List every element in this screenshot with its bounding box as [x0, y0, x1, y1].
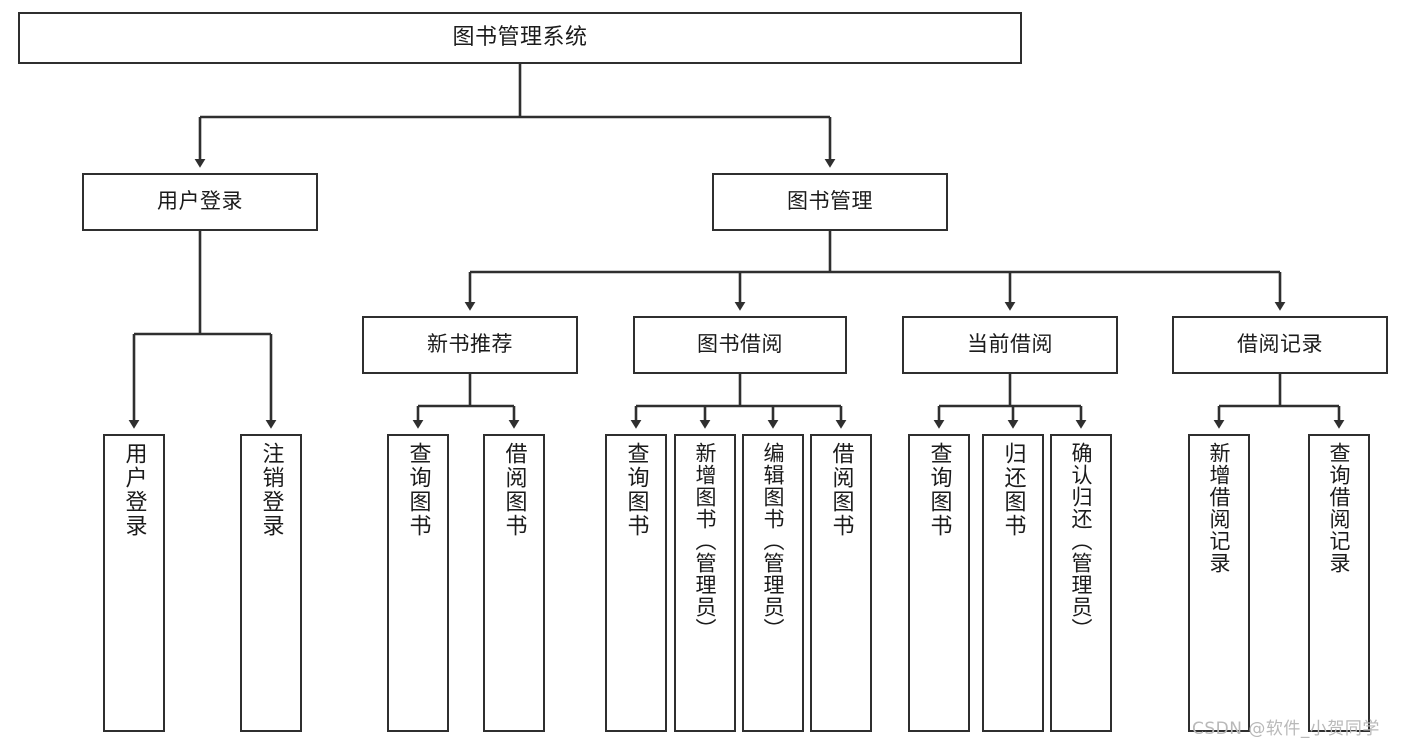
node-leaf-confirm-return-label: 确认归还（管理员） [1069, 442, 1094, 640]
node-leaf-query-book-3-label: 查询图书 [926, 442, 952, 538]
node-root-label: 图书管理系统 [452, 24, 588, 50]
node-borrow-record[interactable]: 借阅记录 [1172, 316, 1388, 374]
node-leaf-add-record[interactable]: 新增借阅记录 [1188, 434, 1250, 732]
node-leaf-edit-book[interactable]: 编辑图书（管理员） [742, 434, 804, 732]
node-current-borrow[interactable]: 当前借阅 [902, 316, 1118, 374]
node-leaf-return-book-label: 归还图书 [1000, 442, 1026, 538]
node-leaf-query-book-1-label: 查询图书 [405, 442, 431, 538]
node-leaf-add-book-label: 新增图书（管理员） [693, 442, 718, 640]
node-book-borrow-label: 图书借阅 [697, 332, 783, 357]
node-leaf-user-login[interactable]: 用户登录 [103, 434, 165, 732]
node-book-management-label: 图书管理 [787, 189, 873, 214]
node-leaf-query-record[interactable]: 查询借阅记录 [1308, 434, 1370, 732]
node-leaf-borrow-book-1-label: 借阅图书 [501, 442, 527, 538]
node-leaf-logout[interactable]: 注销登录 [240, 434, 302, 732]
node-leaf-edit-book-label: 编辑图书（管理员） [761, 442, 786, 640]
node-leaf-query-book-2-label: 查询图书 [623, 442, 649, 538]
node-new-book-recommend[interactable]: 新书推荐 [362, 316, 578, 374]
node-user-login-label: 用户登录 [157, 189, 243, 214]
node-root[interactable]: 图书管理系统 [18, 12, 1022, 64]
node-leaf-query-book-1[interactable]: 查询图书 [387, 434, 449, 732]
node-leaf-query-record-label: 查询借阅记录 [1327, 442, 1352, 574]
node-leaf-add-book[interactable]: 新增图书（管理员） [674, 434, 736, 732]
node-new-book-recommend-label: 新书推荐 [427, 332, 513, 357]
node-leaf-query-book-2[interactable]: 查询图书 [605, 434, 667, 732]
node-leaf-add-record-label: 新增借阅记录 [1207, 442, 1232, 574]
node-leaf-return-book[interactable]: 归还图书 [982, 434, 1044, 732]
csdn-watermark: CSDN @软件_小贺同学 [1192, 719, 1380, 739]
node-leaf-confirm-return[interactable]: 确认归还（管理员） [1050, 434, 1112, 732]
node-leaf-user-login-label: 用户登录 [121, 442, 147, 538]
node-leaf-query-book-3[interactable]: 查询图书 [908, 434, 970, 732]
node-leaf-borrow-book-2-label: 借阅图书 [828, 442, 854, 538]
node-borrow-record-label: 借阅记录 [1237, 332, 1323, 357]
node-leaf-logout-label: 注销登录 [258, 442, 284, 538]
node-user-login[interactable]: 用户登录 [82, 173, 318, 231]
node-current-borrow-label: 当前借阅 [967, 332, 1053, 357]
node-book-borrow[interactable]: 图书借阅 [633, 316, 847, 374]
node-book-management[interactable]: 图书管理 [712, 173, 948, 231]
node-leaf-borrow-book-1[interactable]: 借阅图书 [483, 434, 545, 732]
node-leaf-borrow-book-2[interactable]: 借阅图书 [810, 434, 872, 732]
